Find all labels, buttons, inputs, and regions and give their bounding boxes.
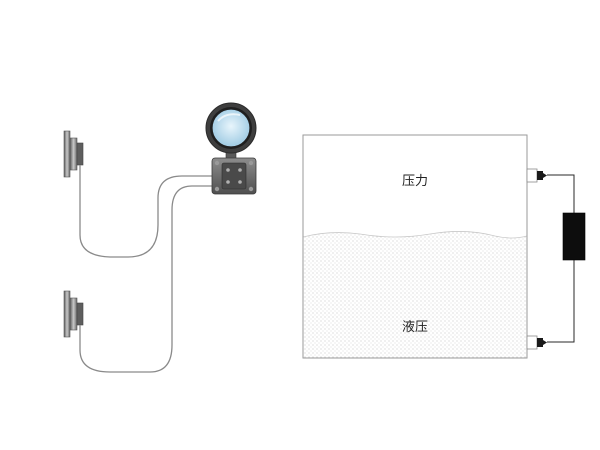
liquid-region [303,231,527,358]
pressure-zone-label: 压力 [402,174,428,189]
tank: 压力 液压 [302,134,528,359]
liquid-surface [302,231,528,239]
dp-transmitter [205,102,257,195]
liquid-pressure-zone-label: 液压 [402,320,428,335]
capillary-lower [79,185,212,373]
sensor-module [562,212,586,261]
lower-tap [526,335,547,350]
remote-seal-upper [63,130,84,178]
gauge-face [212,109,250,147]
capillary-upper [79,165,212,258]
tank-wall [302,134,528,359]
signal-wire [547,174,575,343]
upper-tap [526,168,547,183]
